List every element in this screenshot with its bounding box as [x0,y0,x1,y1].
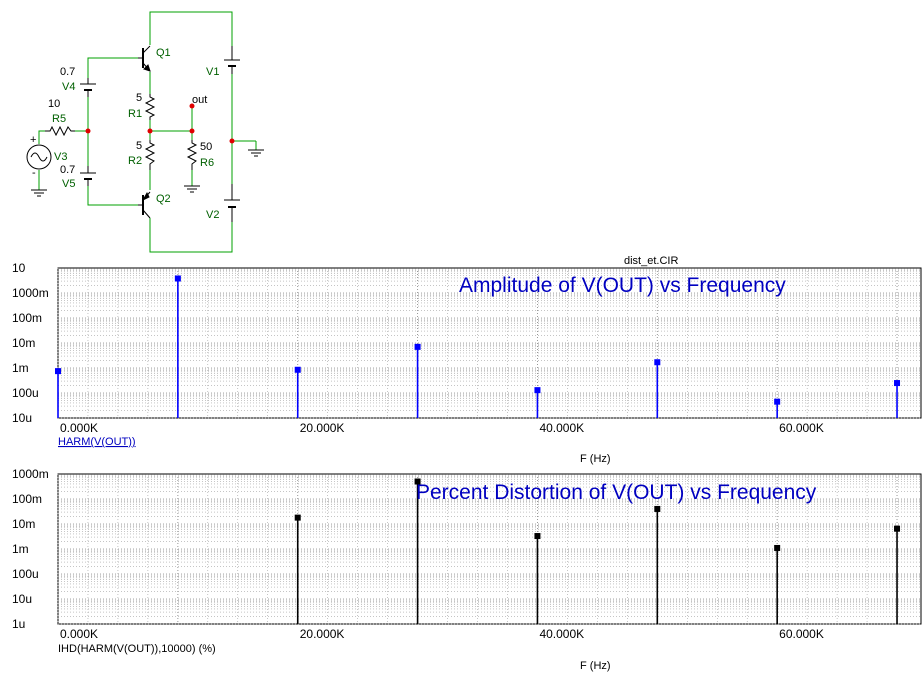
label-r6: R6 [200,157,214,169]
distortion-plot-title: Percent Distortion of V(OUT) vs Frequenc… [416,481,817,504]
x-tick-label: 20.000K [300,421,345,435]
amplitude-x-label: F (Hz) [580,453,611,465]
y-tick-label: 1m [12,542,29,556]
label-v3-minus: - [32,167,36,179]
label-v2: V2 [206,209,219,221]
battery-v1[interactable] [224,46,240,74]
harmonic-marker[interactable] [534,387,541,394]
battery-v4[interactable] [80,78,96,97]
y-tick-label: 10u [12,592,32,606]
x-tick-label: 60.000K [779,421,824,435]
distortion-plot[interactable]: 1000m 100m 10m 1m 100u 10u 1u 0.000K 20.000K 40.… [12,467,922,672]
harmonic-marker[interactable] [414,478,421,485]
x-tick-label: 0.000K [60,627,98,641]
label-r5: R5 [52,113,66,125]
x-tick-label: 60.000K [779,627,824,641]
distortion-x-axis: 0.000K 20.000K 40.000K 60.000K [60,627,824,641]
y-tick-label: 1m [12,361,29,375]
distortion-trace-name[interactable]: IHD(HARM(V(OUT)),10000) (%) [58,643,216,655]
file-title: dist_et.CIR [624,255,678,267]
wire-bottom-loop [149,218,233,253]
label-v4: V4 [62,81,75,93]
transistor-q2[interactable] [138,191,151,219]
label-q1: Q1 [156,47,171,59]
y-tick-label: 100u [12,567,39,581]
y-tick-label: 10u [12,411,32,425]
harmonic-marker[interactable] [534,533,541,540]
value-r2: 5 [136,140,142,152]
distortion-y-axis: 1000m 100m 10m 1m 100u 10u 1u [12,467,49,631]
y-tick-label: 10m [12,517,35,531]
harmonic-marker[interactable] [774,398,781,405]
harmonic-marker[interactable] [294,514,301,521]
label-v5: V5 [62,178,75,190]
value-r5: 10 [48,98,60,110]
label-v1: V1 [206,66,219,78]
y-tick-label: 1000m [12,286,49,300]
ground-symbol-right [248,149,264,157]
harmonic-marker[interactable] [894,380,901,387]
x-tick-label: 0.000K [60,421,98,435]
y-tick-label: 100u [12,386,39,400]
y-tick-label: 100m [12,311,42,325]
label-v3-plus: + [30,134,36,146]
battery-v2[interactable] [224,184,240,222]
amplitude-plot-marks [55,275,901,418]
resistor-r6[interactable] [186,140,198,170]
harmonic-marker[interactable] [414,343,421,350]
harmonic-marker[interactable] [294,366,301,373]
harmonic-marker[interactable] [654,505,661,512]
ac-source-v3[interactable] [26,144,52,170]
y-tick-label: 1u [12,617,25,631]
battery-v5[interactable] [80,166,96,186]
harmonic-marker[interactable] [654,359,661,366]
value-v5: 0.7 [60,164,75,176]
distortion-x-label: F (Hz) [580,660,611,672]
value-r1: 5 [136,92,142,104]
harmonic-marker[interactable] [174,275,181,282]
y-tick-label: 10m [12,336,35,350]
label-out: out [192,94,207,106]
wire-q2-base [87,186,138,206]
ground-symbol-v3 [31,189,47,197]
value-v4: 0.7 [60,66,75,78]
y-tick-label: 1000m [12,467,49,481]
wire-v3-top [38,130,45,144]
resistor-r5[interactable] [45,125,75,137]
amplitude-plot-title: Amplitude of V(OUT) vs Frequency [459,274,786,297]
label-r1: R1 [128,108,142,120]
wire-top-loop [149,11,233,46]
amplitude-plot[interactable]: 10 1000m 100m 10m 1m 100u 10u 0.000K 20.000K 40.… [12,261,922,465]
resistor-r2[interactable] [144,140,156,170]
amplitude-y-axis: 10 1000m 100m 10m 1m 100u 10u [12,261,49,425]
transistor-q1[interactable] [138,45,151,72]
node-dots [85,103,235,144]
label-q2: Q2 [156,193,171,205]
ground-symbol-r6 [184,185,200,193]
circuit-schematic[interactable]: Q1 Q2 V1 V2 0.7 V4 10 R5 + V3 - 0.7 V5 5… [26,11,264,253]
amplitude-trace-name[interactable]: HARM(V(OUT)) [58,436,136,448]
label-r2: R2 [128,155,142,167]
amplitude-plot-grid [57,267,922,419]
distortion-plot-marks [294,478,901,624]
x-tick-label: 20.000K [300,627,345,641]
y-tick-label: 100m [12,492,42,506]
value-r6: 50 [200,141,212,153]
label-v3: V3 [54,151,67,163]
y-tick-label: 10 [12,261,26,275]
resistor-r1[interactable] [144,94,156,120]
x-tick-label: 40.000K [539,421,584,435]
x-tick-label: 40.000K [539,627,584,641]
harmonic-marker[interactable] [774,544,781,551]
wire-q1-base [87,57,138,78]
harmonic-marker[interactable] [894,525,901,532]
harmonic-marker[interactable] [55,368,61,375]
amplitude-x-axis: 0.000K 20.000K 40.000K 60.000K [60,421,824,435]
